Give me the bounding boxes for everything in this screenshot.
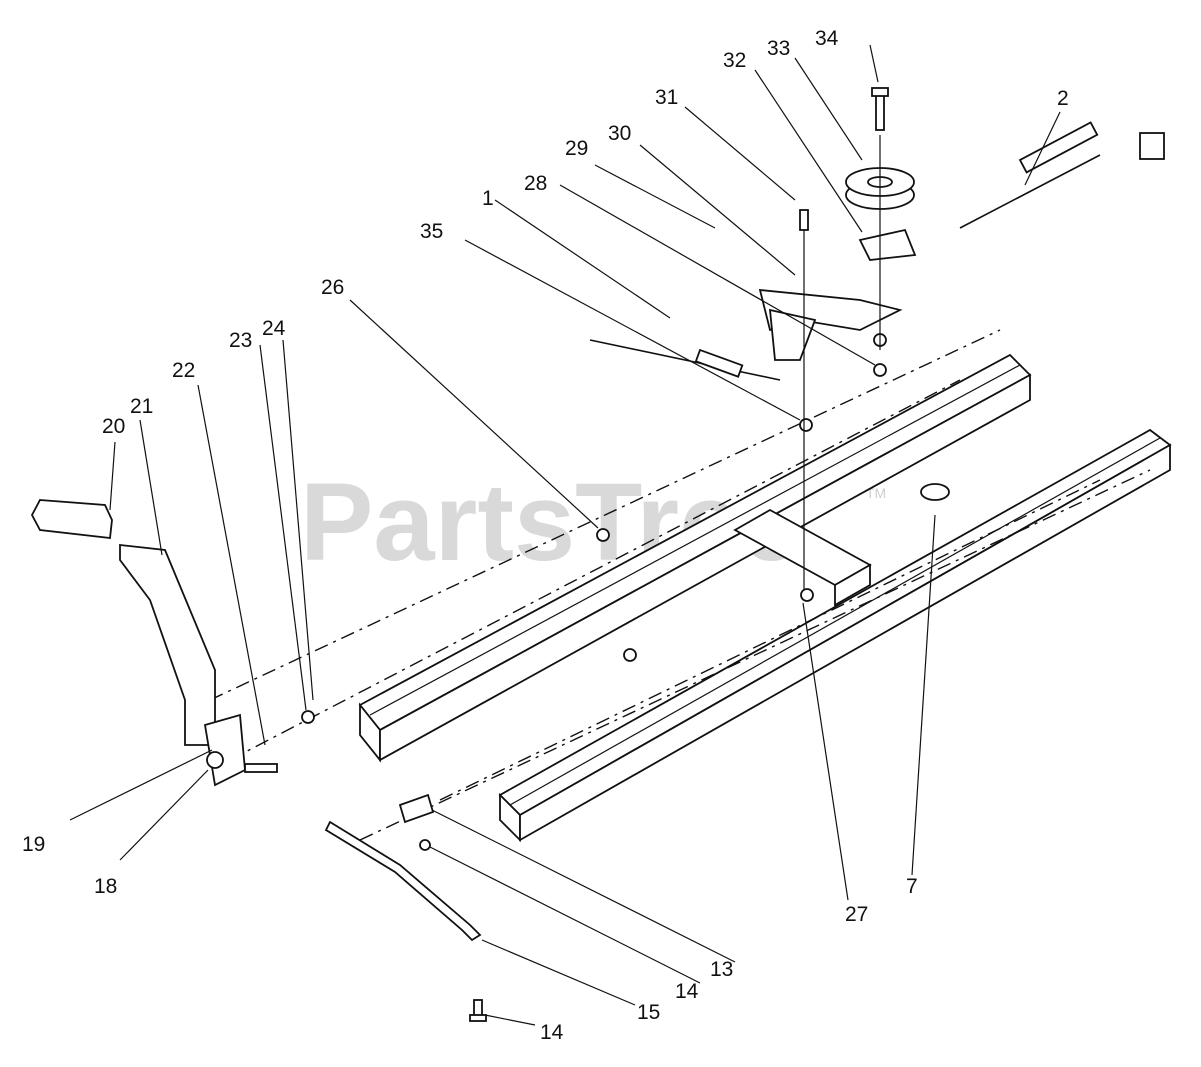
callout-13: 13 (710, 958, 733, 981)
pulley-bolt (871, 87, 889, 131)
callout-23: 23 (229, 329, 252, 352)
callout-32: 32 (723, 49, 746, 72)
callout-7: 7 (906, 875, 918, 898)
idler-bracket (758, 228, 917, 361)
callout-14-lower: 14 (540, 1021, 564, 1044)
callout-35: 35 (420, 220, 443, 243)
callout-24: 24 (262, 317, 286, 340)
callout-1: 1 (482, 187, 494, 210)
callout-20: 20 (102, 415, 125, 438)
pedal-bracket (203, 713, 246, 787)
clip-13 (398, 793, 435, 824)
callout-31: 31 (655, 86, 678, 109)
callout-21: 21 (130, 395, 153, 418)
callout-30: 30 (608, 122, 631, 145)
callout-15: 15 (637, 1001, 660, 1024)
callout-34: 34 (815, 27, 839, 50)
frame-rail-left (358, 353, 1032, 763)
assembly-centerlines (209, 329, 1151, 841)
callout-33: 33 (767, 37, 790, 60)
callout-28: 28 (524, 172, 547, 195)
callout-2: 2 (1057, 87, 1069, 110)
callout-18: 18 (94, 875, 117, 898)
callout-26: 26 (321, 276, 344, 299)
frame-crossmember (733, 508, 872, 607)
spring-1 (589, 339, 781, 381)
brake-rod (324, 820, 482, 942)
leader-lines (69, 44, 1061, 1026)
bolt-14-lower (469, 999, 487, 1022)
callout-19: 19 (22, 833, 45, 856)
bolt-22 (244, 763, 278, 773)
hardware (301, 135, 950, 851)
brake-pedal (30, 499, 216, 746)
frame-rail-right (498, 428, 1172, 843)
callout-22: 22 (172, 359, 195, 382)
callout-labels: 34 33 32 31 2 30 29 28 1 35 26 24 23 22 … (22, 27, 1069, 1044)
callout-14-upper: 14 (675, 980, 699, 1003)
spring-2 (959, 121, 1165, 229)
callout-27: 27 (845, 903, 868, 926)
callout-29: 29 (565, 137, 588, 160)
